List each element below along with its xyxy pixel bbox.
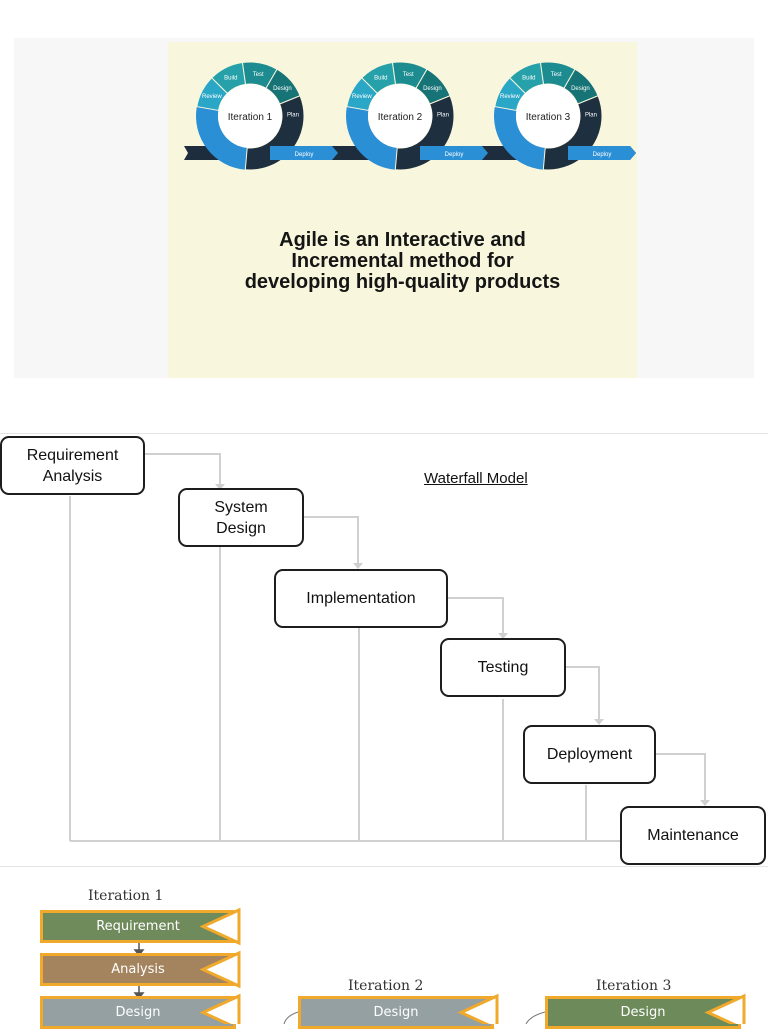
ring-center bbox=[368, 84, 432, 148]
step-label-line1: Requirement bbox=[26, 446, 119, 464]
iteration-label: Iteration 1 bbox=[228, 112, 273, 123]
step-label: Deployment bbox=[546, 746, 633, 763]
ring-sweep bbox=[196, 106, 248, 170]
banner-design-3: Design bbox=[545, 996, 741, 1029]
banner-design-2: Design bbox=[298, 996, 494, 1029]
ring-segment-label: Test bbox=[551, 72, 562, 78]
ring-segment-label: Build bbox=[522, 76, 535, 82]
ring-segment-label: Test bbox=[403, 72, 414, 78]
banner-label: Design bbox=[115, 1005, 161, 1020]
ring-sweep bbox=[494, 106, 546, 170]
iteration-label: Iteration 3 bbox=[526, 112, 571, 123]
ring-segment-label: Design bbox=[571, 86, 590, 92]
ring-segment-label: Plan bbox=[287, 112, 299, 118]
deploy-label: Deploy bbox=[295, 152, 314, 158]
agile-caption-line-1: Agile is an Interactive and bbox=[279, 229, 526, 251]
banner-label: Requirement bbox=[96, 919, 180, 934]
step-label-line1: System bbox=[214, 498, 268, 516]
ring-segment-label: Plan bbox=[437, 112, 449, 118]
banner-analysis: Analysis bbox=[40, 953, 236, 986]
ring-segment-label: Design bbox=[423, 86, 442, 92]
iteration-1-label: Iteration 1 bbox=[88, 888, 164, 904]
step-label: Testing bbox=[477, 659, 529, 676]
agile-caption: Agile is an Interactive and Incremental … bbox=[168, 230, 637, 293]
ring-center bbox=[516, 84, 580, 148]
step-deployment: Deployment bbox=[523, 725, 656, 784]
ring-center bbox=[218, 84, 282, 148]
deploy-label: Deploy bbox=[593, 152, 612, 158]
deploy-arrow bbox=[420, 146, 488, 160]
ring-segment-label: Build bbox=[224, 76, 237, 82]
step-label: Maintenance bbox=[647, 827, 739, 844]
ring-segment-label: Build bbox=[374, 76, 387, 82]
agile-caption-line-3: developing high-quality products bbox=[244, 271, 561, 293]
step-label-line2: Analysis bbox=[42, 467, 103, 485]
ring-segment-label: Review bbox=[500, 94, 520, 100]
banner-label: Design bbox=[620, 1005, 666, 1020]
ring-segment-label: Plan bbox=[585, 112, 597, 118]
deploy-arrow bbox=[568, 146, 636, 160]
banner-label: Design bbox=[373, 1005, 419, 1020]
step-maintenance: Maintenance bbox=[620, 806, 766, 865]
ring-segment-label: Review bbox=[352, 94, 372, 100]
deploy-arrow bbox=[270, 146, 338, 160]
step-implementation: Implementation bbox=[274, 569, 448, 628]
iteration-2-label: Iteration 2 bbox=[348, 978, 424, 994]
banner-label: Analysis bbox=[111, 962, 165, 977]
iteration-3-label: Iteration 3 bbox=[596, 978, 672, 994]
iteration-label: Iteration 2 bbox=[378, 112, 423, 123]
step-testing: Testing bbox=[440, 638, 566, 697]
step-label-line2: Design bbox=[216, 519, 266, 537]
ring-segment-label: Test bbox=[253, 72, 264, 78]
ring-segment-label: Design bbox=[273, 86, 292, 92]
agile-caption-line-2: Incremental method for bbox=[291, 250, 514, 272]
ring-sweep bbox=[346, 106, 398, 170]
ring-segment-label: Review bbox=[202, 94, 222, 100]
banner-design-1: Design bbox=[40, 996, 236, 1029]
waterfall-panel bbox=[0, 433, 768, 867]
deploy-label: Deploy bbox=[445, 152, 464, 158]
waterfall-connectors bbox=[69, 453, 710, 842]
banner-requirement: Requirement bbox=[40, 910, 236, 943]
step-label: Implementation bbox=[306, 590, 416, 607]
waterfall-title: Waterfall Model bbox=[424, 470, 528, 487]
